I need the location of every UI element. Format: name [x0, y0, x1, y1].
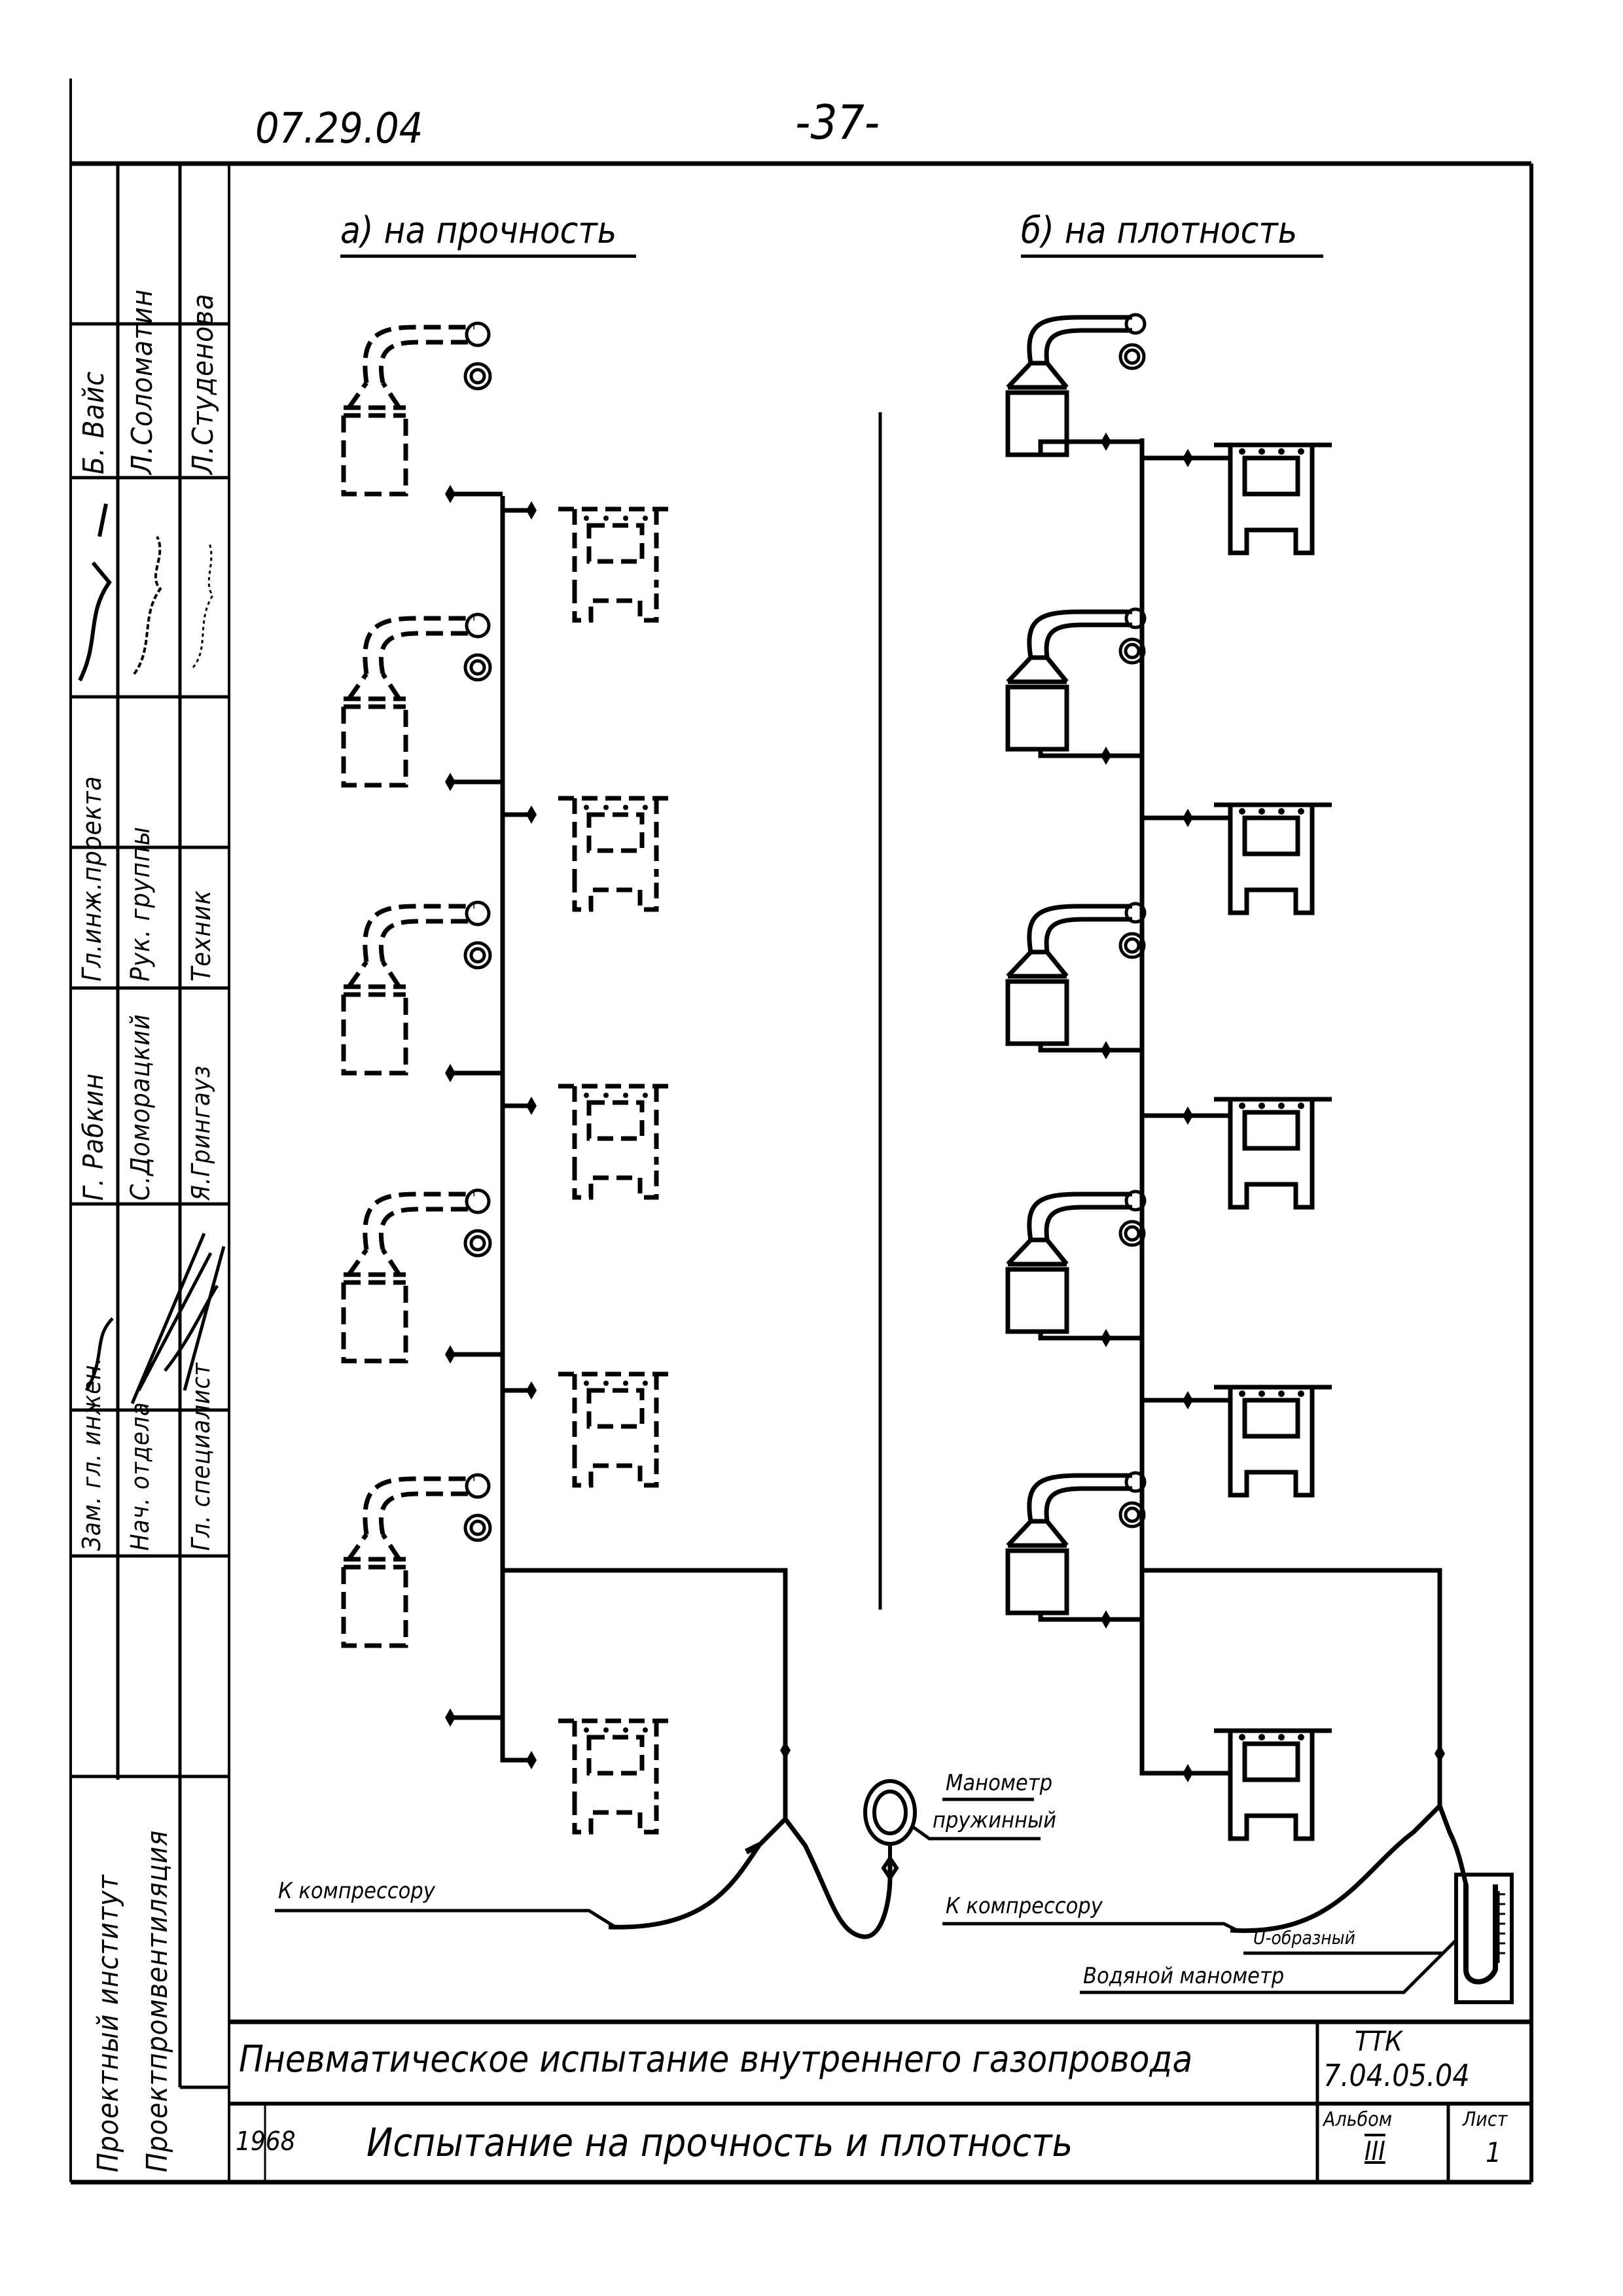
stamp-title-dept-head: Нач. отдела	[126, 1402, 154, 1551]
stamp-name-gringauz: Я.Грингауз	[187, 1065, 215, 1201]
gas-stove-solid	[1214, 1387, 1332, 1495]
album-label: Альбом	[1323, 2108, 1393, 2131]
stamp-name-vais: Б. Вайс	[77, 370, 111, 474]
institute-type: Проектный институт	[92, 1874, 125, 2172]
label-to-compressor-left: К компрессору	[278, 1878, 435, 1904]
gas-stove-dashed	[558, 1721, 673, 1832]
gas-stove-solid	[1214, 1099, 1332, 1207]
water-heater-solid	[1008, 1192, 1145, 1332]
stamp-name-studenova: Л.Студенова	[187, 293, 220, 474]
right-hoses	[1230, 1804, 1469, 1963]
signature	[73, 484, 115, 694]
document-code: 07.29.04	[255, 105, 423, 153]
code-number: 7.04.05.04	[1323, 2058, 1470, 2093]
gas-stove-dashed	[558, 1374, 673, 1485]
stamp-title-group-leader: Рук. группы	[126, 826, 156, 981]
water-heater-solid	[1008, 315, 1145, 455]
stamp-grid	[71, 164, 229, 2089]
water-heater-dashed	[344, 323, 490, 494]
signature	[183, 484, 226, 694]
signature	[73, 1207, 226, 1407]
water-heater-solid	[1008, 1473, 1145, 1613]
code-series: ТТК	[1355, 2025, 1402, 2057]
right-scheme	[942, 315, 1514, 2004]
water-heater-dashed	[344, 614, 490, 785]
drawing-main-title: Пневматическое испытание внутреннего газ…	[239, 2038, 1193, 2081]
sheet-label: Лист	[1463, 2108, 1508, 2131]
gas-stove-dashed	[558, 509, 673, 620]
sheet-value: 1	[1486, 2136, 1502, 2168]
label-u-shaped: U-образный	[1253, 1927, 1356, 1949]
stamp-name-rabkin: Г. Рабкин	[77, 1072, 109, 1201]
water-heater-solid	[1008, 609, 1145, 749]
left-scheme	[275, 323, 1041, 1939]
label-spring-gauge-2: пружинный	[933, 1807, 1056, 1833]
album-value: III	[1364, 2136, 1385, 2166]
stamp-name-solomatin: Л.Соломатин	[126, 289, 159, 474]
water-heater-solid	[1008, 904, 1145, 1044]
gas-stove-solid	[1214, 805, 1332, 913]
label-spring-gauge-1: Манометр	[946, 1770, 1052, 1796]
u-tube-manometer	[1454, 1873, 1514, 2004]
title-block-grid	[229, 2019, 1531, 2182]
spring-gauge	[863, 1779, 917, 1882]
riser-left	[452, 491, 788, 1819]
gas-stove-solid	[1214, 445, 1332, 553]
sheet-frame	[69, 79, 1533, 2185]
section-title-strength: а) на прочность	[340, 209, 637, 258]
signature	[121, 484, 177, 694]
label-to-compressor-right: К компрессору	[946, 1893, 1103, 1919]
section-title-density: б) на плотность	[1021, 209, 1324, 258]
water-heater-dashed	[344, 902, 490, 1073]
stamp-name-domoratsky: С.Доморацкий	[126, 1014, 156, 1201]
stamp-title-deputy-chief: Зам. гл. инжен.	[77, 1356, 106, 1551]
drawing-subtitle: Испытание на прочность и плотность	[366, 2120, 1073, 2166]
stamp-title-technician: Техник	[187, 889, 217, 981]
page-number: -37-	[795, 95, 880, 150]
drawing-year: 1968	[236, 2127, 296, 2157]
stamp-title-chief-specialist: Гл. специалист	[187, 1362, 215, 1551]
gas-stove-dashed	[558, 798, 673, 910]
gas-stove-dashed	[558, 1086, 673, 1197]
water-heater-dashed	[344, 1190, 490, 1361]
label-water-gauge: Водяной манометр	[1083, 1963, 1285, 1989]
riser-right	[1038, 438, 1442, 1806]
stamp-title-chief-engineer: Гл.инж.проекта	[77, 775, 107, 981]
institute-name: Проектпромвентиляция	[141, 1829, 174, 2173]
water-heater-dashed	[344, 1475, 490, 1646]
gas-stove-solid	[1214, 1731, 1332, 1839]
left-hoses	[608, 1817, 893, 1939]
